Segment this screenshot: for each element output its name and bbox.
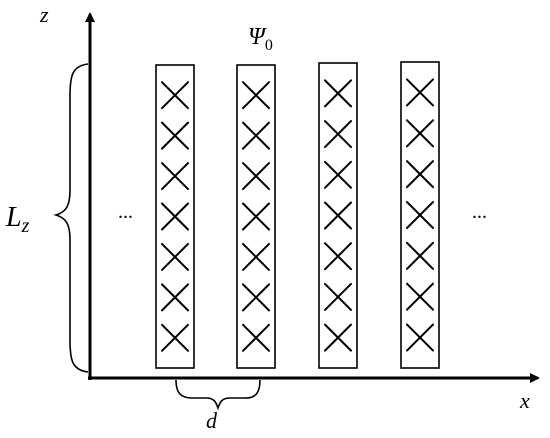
cross-mark [324, 282, 352, 311]
cross-mark [406, 78, 434, 107]
ellipsis-right: ... [472, 201, 487, 223]
cross-mark [242, 283, 270, 312]
cross-mark [161, 81, 189, 110]
cross-mark [161, 242, 189, 271]
d-brace [175, 379, 261, 411]
lz-label: Lz [5, 202, 30, 237]
cross-mark [324, 160, 352, 189]
cross-mark [161, 162, 189, 191]
cross-mark [406, 323, 434, 352]
cross-mark [242, 202, 270, 231]
cross-mark [242, 162, 270, 191]
ellipsis-left: ... [118, 201, 133, 223]
cross-mark [161, 283, 189, 312]
spacing-label: d [206, 408, 218, 433]
z-axis-label: z [39, 2, 49, 27]
psi-label: Ψ0 [248, 24, 273, 54]
lz-brace [53, 63, 89, 373]
cross-mark [242, 323, 270, 352]
cross-mark [406, 282, 434, 311]
cross-mark [406, 119, 434, 148]
cross-mark [324, 120, 352, 149]
cross-mark [242, 121, 270, 150]
cross-mark [324, 79, 352, 108]
cross-mark [324, 323, 352, 352]
cross-mark [324, 201, 352, 230]
cross-mark [324, 242, 352, 271]
cross-mark [406, 241, 434, 270]
cross-mark [406, 201, 434, 229]
cross-mark [161, 323, 189, 352]
x-axis-label: x [519, 388, 530, 413]
cross-mark [406, 160, 434, 189]
cross-mark [161, 202, 189, 231]
rod-group [155, 61, 440, 369]
cross-mark [242, 81, 270, 110]
cross-mark [242, 242, 270, 271]
cross-mark [161, 121, 189, 150]
